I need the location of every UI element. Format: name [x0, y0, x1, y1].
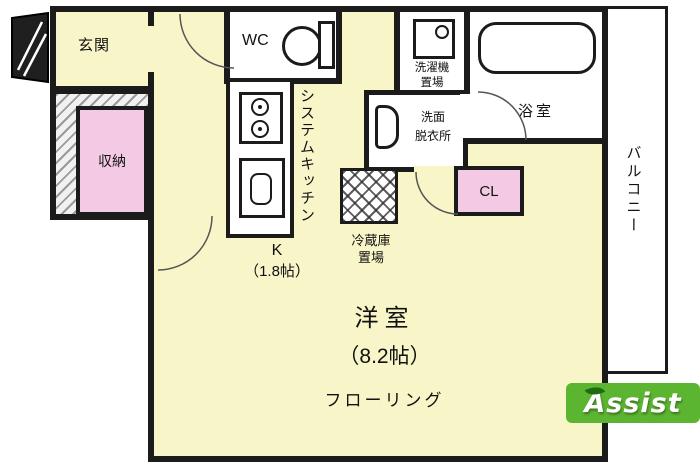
entrance-door-icon — [11, 11, 49, 84]
toilet-icon — [282, 26, 322, 66]
room-bath: 浴室 — [464, 6, 608, 144]
system-kitchen-label: システムキッチン — [298, 88, 315, 224]
room-closet: CL — [454, 166, 524, 216]
washing-machine-drum-icon — [435, 25, 449, 39]
toilet-tank-icon — [318, 21, 335, 69]
main-room-size: （8.2帖） — [338, 345, 431, 368]
kitchen-sink-basin-icon — [250, 173, 272, 205]
room-laundry: 洗濯機 置場 — [394, 6, 470, 100]
room-balcony: バルコニー — [598, 6, 668, 374]
wc-label: WC — [242, 32, 269, 49]
entrance-door-stripe-icon — [16, 21, 44, 71]
room-wc: WC — [224, 6, 342, 84]
main-room-label: 洋室 （8.2帖） フローリング — [292, 298, 477, 411]
balcony-label: バルコニー — [624, 145, 642, 235]
assist-logo: Assist — [566, 382, 700, 423]
entrance-door-stripe-icon — [22, 33, 48, 77]
door-opening-bath — [460, 94, 472, 138]
bathtub-icon — [478, 22, 596, 74]
burner-dot-icon — [258, 105, 262, 109]
burner-dot-icon — [258, 127, 262, 131]
closet-label: CL — [479, 182, 499, 200]
laundry-label: 洗濯機 置場 — [414, 62, 450, 89]
washing-machine-icon — [413, 19, 455, 59]
genkan-label: 玄関 — [78, 37, 111, 54]
room-washroom: 洗面 脱衣所 — [364, 90, 468, 172]
burner-icon — [251, 120, 269, 138]
kitchen-sink-icon — [239, 158, 285, 218]
bath-label: 浴室 — [517, 103, 554, 120]
fridge-space-icon — [340, 168, 398, 224]
door-opening-washroom — [414, 166, 454, 176]
kitchen-counter — [226, 78, 294, 238]
burner-icon — [251, 98, 269, 116]
door-opening-genkan — [148, 26, 158, 72]
fridge-label: 冷蔵庫 置場 — [351, 233, 391, 265]
main-room-name: 洋室 — [354, 305, 415, 332]
storage-label: 収納 — [98, 153, 126, 169]
room-storage: 収納 — [76, 106, 148, 216]
stove-icon — [239, 92, 283, 144]
kitchen-label: K （1.8帖） — [244, 242, 310, 280]
sink-icon — [375, 105, 399, 149]
washroom-label: 洗面 脱衣所 — [414, 110, 451, 143]
room-genkan: 玄関 — [50, 6, 154, 92]
main-room-flooring: フローリング — [324, 391, 445, 410]
